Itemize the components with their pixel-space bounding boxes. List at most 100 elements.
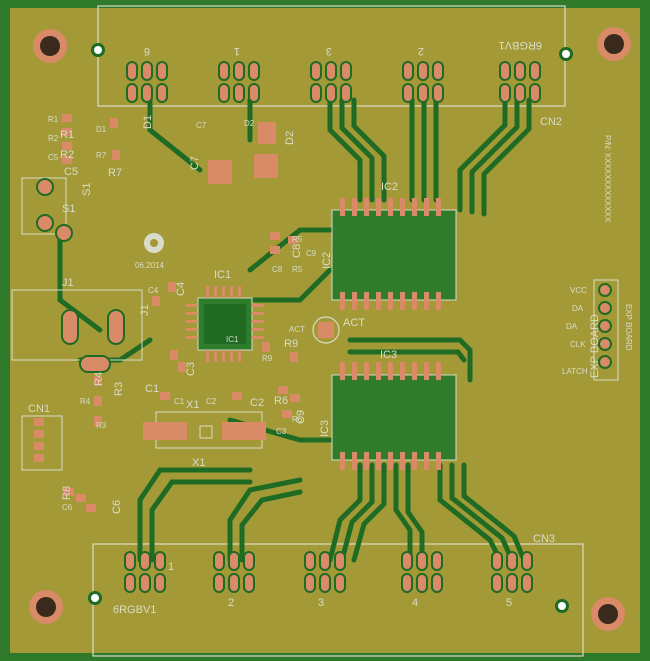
cn2-pin-group-1 xyxy=(126,61,168,103)
label-d1-small: D1 xyxy=(96,125,107,134)
label-exp-pin-clk: CLK xyxy=(570,340,586,349)
label-c4: C4 xyxy=(175,282,187,296)
label-c8-big: C8 xyxy=(291,244,303,258)
label-c5: C5 xyxy=(64,166,78,178)
ic2-chip xyxy=(331,198,457,310)
label-r7-small: R7 xyxy=(96,151,107,160)
cn2-pin-group-2 xyxy=(218,61,260,103)
label-r2-small: R2 xyxy=(48,134,59,143)
ic3-chip xyxy=(331,362,457,470)
label-date: 06.2014 xyxy=(135,261,164,270)
label-ic2: IC2 xyxy=(381,181,398,193)
label-cn3-group-5: 5 xyxy=(506,597,512,609)
label-c9: C9 xyxy=(306,249,317,258)
label-cn3-group-3: 3 xyxy=(318,597,324,609)
label-cn2: CN2 xyxy=(540,116,562,128)
label-ic3-side: IC3 xyxy=(319,420,331,437)
label-ic2-side: IC2 xyxy=(321,252,333,269)
label-c6: C6 xyxy=(111,500,123,514)
label-c2-small: C2 xyxy=(206,397,217,406)
label-cn2-group-3: 3 xyxy=(326,45,332,57)
switch-s1 xyxy=(21,177,73,242)
cn3-pin-group-5 xyxy=(491,551,533,593)
label-cn2-group-4: 2 xyxy=(418,45,424,57)
act-led xyxy=(312,316,340,344)
smd-pads xyxy=(62,114,300,512)
label-c8: C8 xyxy=(272,265,283,274)
exp-header xyxy=(593,279,619,381)
label-r1-small: R1 xyxy=(48,115,59,124)
label-act-small: ACT xyxy=(289,325,305,334)
copper-traces xyxy=(57,97,532,563)
label-c9-big: C9 xyxy=(295,410,307,424)
label-c6-small: C6 xyxy=(62,503,73,512)
label-d1: D1 xyxy=(142,115,154,129)
connector-cn1 xyxy=(21,415,63,471)
label-exp-board-small: EXP BOARD xyxy=(624,304,633,351)
label-r6-small: R6 xyxy=(292,415,303,424)
ic1-chip xyxy=(186,286,264,362)
label-exp-pin-vcc: VCC xyxy=(570,286,587,295)
label-r5: R5 xyxy=(292,235,303,244)
label-s1: S1 xyxy=(81,183,93,196)
label-j1: J1 xyxy=(62,277,74,289)
label-r4: R4 xyxy=(93,372,105,386)
label-ic1-inner: IC1 xyxy=(226,335,239,344)
label-c5-small: C5 xyxy=(48,153,59,162)
label-cn3-group-4: 4 xyxy=(412,597,418,609)
label-cn3-footer: 6RGBV1 xyxy=(113,604,156,616)
mounting-hole-br xyxy=(591,597,625,631)
label-cn3-group-2: 2 xyxy=(228,597,234,609)
cn3-pin-group-3 xyxy=(304,551,346,593)
label-exp-board: EXP BOARD xyxy=(589,314,601,378)
cap-c7-footprint xyxy=(208,122,278,184)
silkscreen-labels: 6RGBV1 CN2 CN3 6RGBV1 IC1 IC1 IC2 IC2 IC… xyxy=(28,39,633,616)
cn2-pin-group-5 xyxy=(499,61,541,103)
label-r9: R9 xyxy=(262,354,273,363)
label-part-number: P/N: XXXXXXXXXXXXX xyxy=(603,135,612,223)
oshw-logo-icon xyxy=(144,233,164,253)
label-cn3-group-1: 1 xyxy=(168,561,174,573)
label-exp-pin-da: DA xyxy=(572,304,584,313)
crystal-x1 xyxy=(143,411,266,449)
cn2-pin-group-3 xyxy=(310,61,352,103)
label-r7: R7 xyxy=(108,167,122,179)
label-r8: R8 xyxy=(61,486,73,500)
label-ic1: IC1 xyxy=(214,269,231,281)
cn3-pin-group-2 xyxy=(213,551,255,593)
label-cn3: CN3 xyxy=(533,533,555,545)
jack-j1 xyxy=(11,289,143,373)
label-cn2-group-2: 1 xyxy=(234,45,240,57)
label-s1-big: S1 xyxy=(62,203,75,215)
label-c1-small: C1 xyxy=(174,397,185,406)
label-exp-pin-da2: DA xyxy=(566,322,578,331)
cn2-pin-group-4 xyxy=(402,61,444,103)
mounting-hole-tr xyxy=(597,27,631,61)
cn3-pin-group-1 xyxy=(124,551,166,593)
label-act: ACT xyxy=(343,317,365,329)
label-x1-bottom: X1 xyxy=(192,457,205,469)
label-d2: D2 xyxy=(284,131,296,145)
label-c3-small: C3 xyxy=(276,427,287,436)
label-d2-small: D2 xyxy=(244,119,255,128)
label-c7-big: C7 xyxy=(189,156,201,170)
label-c3: C3 xyxy=(185,362,197,376)
label-x1: X1 xyxy=(186,399,199,411)
label-exp-pin-latch: LATCH xyxy=(562,367,588,376)
label-r6: R6 xyxy=(274,395,288,407)
label-j1-side: J1 xyxy=(139,304,151,316)
label-r1: R1 xyxy=(60,129,74,141)
label-r3: R3 xyxy=(113,382,125,396)
label-r9-big: R9 xyxy=(284,338,298,350)
label-c4-small: C4 xyxy=(148,286,159,295)
mounting-hole-bl xyxy=(29,590,63,624)
label-cn2-header: 6RGBV1 xyxy=(499,39,542,51)
label-r5-small: R5 xyxy=(292,265,303,274)
label-r2: R2 xyxy=(60,149,74,161)
label-r3-small: R3 xyxy=(96,421,107,430)
label-c7: C7 xyxy=(196,121,207,130)
cn3-pin-group-4 xyxy=(401,551,443,593)
mounting-hole-tl xyxy=(33,29,67,63)
label-c1: C1 xyxy=(145,383,159,395)
